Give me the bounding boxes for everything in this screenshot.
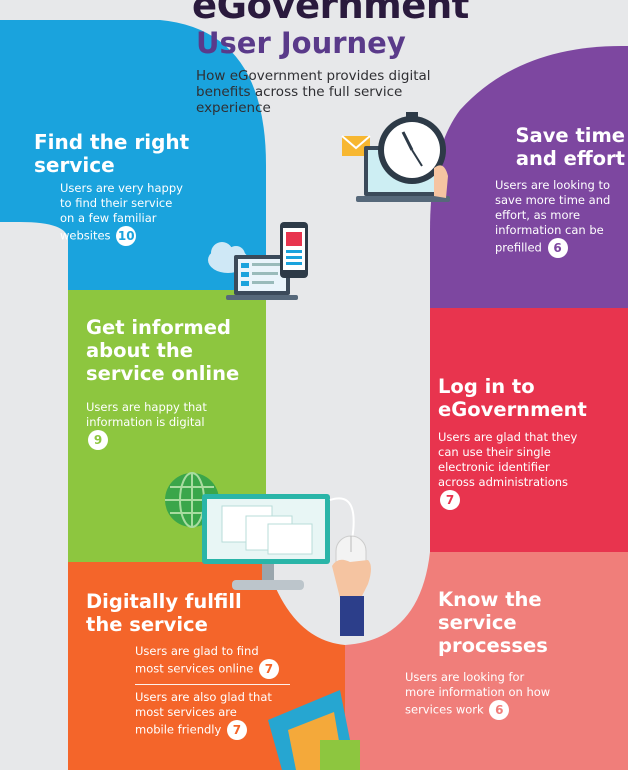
step-text-save-label: Users are looking to save more time and … xyxy=(495,178,611,255)
step-heading-fulfill: Digitally fulfill the service xyxy=(86,590,242,636)
laptop-icon xyxy=(226,255,298,300)
divider xyxy=(135,684,290,685)
step-text-find: Users are very happy to find their servi… xyxy=(60,181,190,246)
score-badge-informed: 9 xyxy=(88,430,108,450)
step-text-fulfill-label: Users are glad to find most services onl… xyxy=(135,644,259,676)
page-subtitle: User Journey xyxy=(196,26,406,60)
step-heading-login: Log in to eGovernment xyxy=(438,375,587,421)
step-heading-know: Know the service processes xyxy=(438,588,548,657)
path-segment-know xyxy=(345,552,628,770)
step-text-know-label: Users are looking for more information o… xyxy=(405,670,551,717)
score-badge-know: 6 xyxy=(489,700,510,720)
step-heading-find: Find the right service xyxy=(34,130,190,177)
step-heading-informed: Get informed about the service online xyxy=(86,316,240,385)
step-text-fulfill-2-label: Users are also glad that most services a… xyxy=(135,690,272,737)
smartphone-icon xyxy=(280,222,308,278)
score-badge-find: 10 xyxy=(116,226,137,246)
path-segment-login xyxy=(430,308,628,552)
page-title: eGovernment xyxy=(192,0,469,27)
score-badge-fulfill-2: 7 xyxy=(226,720,247,740)
monitor-icon xyxy=(202,494,330,590)
step-heading-save: Save time and effort xyxy=(515,124,625,170)
page-tagline: How eGovernment provides digital benefit… xyxy=(196,68,431,116)
path-segment-find xyxy=(0,20,266,290)
envelope-icon xyxy=(341,135,371,156)
step-text-login-label: Users are glad that they can use their s… xyxy=(438,430,578,489)
step-text-login: Users are glad that they can use their s… xyxy=(438,430,578,510)
score-badge-save: 6 xyxy=(547,238,568,258)
step-text-know: Users are looking for more information o… xyxy=(405,670,555,720)
clock-icon xyxy=(378,112,446,184)
step-text-fulfill-2: Users are also glad that most services a… xyxy=(135,690,275,740)
step-text-save: Users are looking to save more time and … xyxy=(495,178,625,258)
hand-icon xyxy=(332,559,371,636)
step-text-find-label: Users are very happy to find their servi… xyxy=(60,181,183,243)
score-badge-login: 7 xyxy=(440,490,460,510)
score-badge-fulfill: 7 xyxy=(258,659,279,679)
step-text-informed-label: Users are happy that information is digi… xyxy=(86,400,207,429)
hand-icon-2 xyxy=(434,165,448,198)
step-text-informed: Users are happy that information is digi… xyxy=(86,400,216,450)
step-text-fulfill: Users are glad to find most services onl… xyxy=(135,644,285,679)
path-segment-save xyxy=(430,45,628,309)
folder-icon xyxy=(268,690,360,770)
